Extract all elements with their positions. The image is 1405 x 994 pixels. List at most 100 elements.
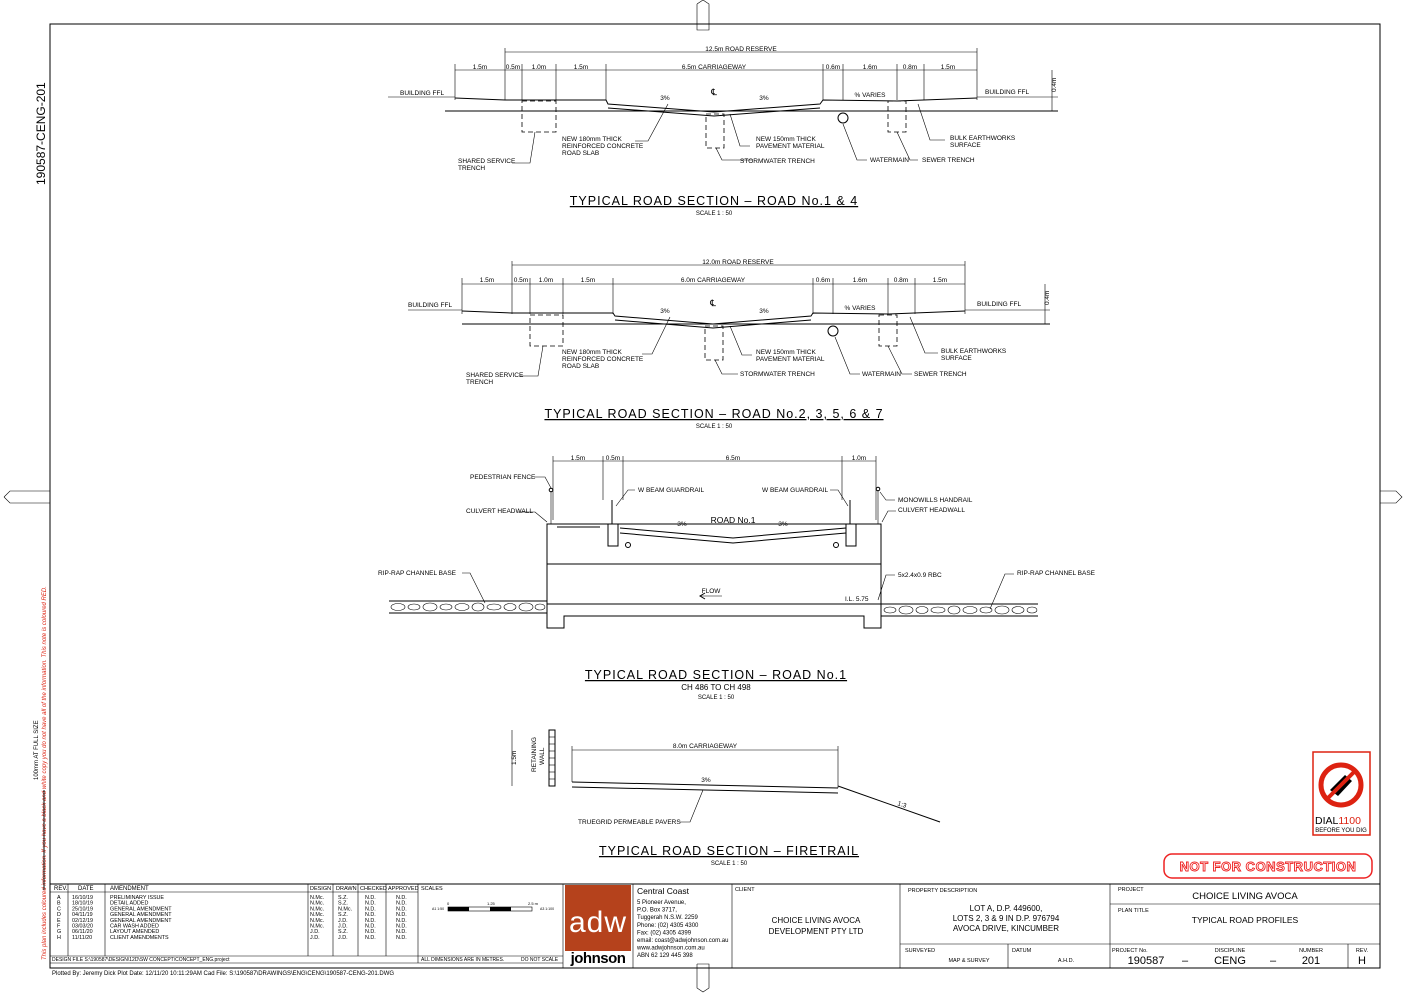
number-label: NUMBER [1299, 948, 1323, 954]
discipline: CENG [1214, 955, 1246, 967]
s3-headwall-right: CULVERT HEADWALL [898, 507, 965, 514]
revision-drawn: S.Z. [338, 895, 348, 901]
revision-checked: N.D. [365, 912, 376, 918]
revision-checked: N.D. [365, 895, 376, 901]
hdr-design: DESIGN [310, 886, 331, 892]
revision-drawn: J.D. [338, 918, 348, 924]
s2-sewer: SEWER TRENCH [914, 371, 967, 378]
s3-fall-right: 3% [778, 521, 788, 528]
revision-rev: D [57, 912, 61, 918]
property-label: PROPERTY DESCRIPTION [908, 888, 977, 894]
s3-riprap-right: RIP-RAP CHANNEL BASE [1017, 570, 1096, 577]
stamp-text: NOT FOR CONSTRUCTION [1180, 859, 1357, 874]
revision-approved: N.D. [396, 901, 407, 907]
s1-reserve: 12.5m ROAD RESERVE [705, 46, 777, 53]
s3-flow: FLOW [702, 588, 722, 595]
s3-dim-0: 1.5m [571, 455, 585, 462]
revision-drawn: J.D. [338, 924, 348, 930]
hdr-date: DATE [78, 886, 94, 892]
plot-line: Plotted By: Jeremy Dick Plot Date: 12/11… [52, 971, 394, 977]
s2-earthworks-2: SURFACE [941, 355, 972, 362]
s3-level: I.L. 5.75 [845, 596, 869, 603]
revision-rev: E [57, 918, 61, 924]
revision-approved: N.D. [396, 895, 407, 901]
revision-checked: N.D. [365, 929, 376, 935]
s1-slab-1: NEW 180mm THICK [562, 136, 622, 143]
s3-handrail: MONOWILLS HANDRAIL [898, 497, 973, 504]
project-value: CHOICE LIVING AVOCA [1192, 891, 1298, 902]
s1-dim-3: 1.5m [574, 64, 588, 71]
logo-name: johnson [570, 950, 626, 967]
s1-pavement-2: PAVEMENT MATERIAL [756, 143, 825, 150]
revision-amendment: LAYOUT AMENDED [110, 929, 159, 935]
s1-slab-3: ROAD SLAB [562, 150, 599, 157]
revision-date: 06/11/20 [72, 929, 93, 935]
s2-shared-service-2: TRENCH [466, 379, 493, 386]
revision-date: 16/10/19 [72, 895, 93, 901]
s3-dim-1: 0.5m [606, 455, 620, 462]
s4-wall-height: 1.5m [511, 751, 518, 765]
s2-fall-left: 3% [660, 308, 670, 315]
hdr-scales: SCALES [421, 886, 443, 892]
design-file: DESIGN FILE S:\190587\DESIGN\12D\SW CONC… [52, 957, 230, 963]
s4-batter: 1:3 [896, 800, 907, 810]
dial-word: DIAL1100 [1315, 815, 1361, 827]
office-line: email: coast@adwjohnson.com.au [637, 938, 728, 944]
riprap-right [881, 603, 1038, 617]
discipline-label: DISCIPLINE [1215, 948, 1246, 954]
scale-right2: A3 1:100 [540, 907, 554, 911]
s2-slab-2: REINFORCED CONCRETE [562, 356, 644, 363]
road-section-1: 12.5m ROAD RESERVE 1.5m 0.5m 1.0m 1.5m 6… [388, 46, 1058, 217]
revision-checked: N.D. [365, 918, 376, 924]
s1-shared-service-2: TRENCH [458, 165, 485, 172]
s1-dim-4: 0.6m [826, 64, 840, 71]
hdr-drawn: DRAWN [336, 886, 357, 892]
property-line-0: LOT A, D.P. 449600, [970, 904, 1043, 913]
s3-road-label: ROAD No.1 [711, 515, 756, 525]
s4-wall-label-2: WALL [539, 747, 546, 765]
s1-varies: % VARIES [855, 92, 887, 99]
title-block: REV. DATE AMENDMENT DESIGN DRAWN CHECKED… [50, 883, 1380, 968]
revision-approved: N.D. [396, 912, 407, 918]
centring-marks [3, 0, 1403, 993]
s2-slab-1: NEW 180mm THICK [562, 349, 622, 356]
revision-amendment: CAR WASH ADDED [110, 924, 159, 930]
full-size-note: 100mm AT FULL SIZE [34, 720, 40, 780]
s2-scale: SCALE 1 : 50 [696, 424, 733, 430]
office-line: Fax: (02) 4305 4399 [637, 930, 692, 936]
s2-pavement-2: PAVEMENT MATERIAL [756, 356, 825, 363]
s1-ffl-left: BUILDING FFL [400, 90, 444, 97]
s4-scale: SCALE 1 : 50 [711, 861, 748, 867]
revision-amendment: GENERAL AMENDMENT [110, 906, 172, 912]
revision-checked: N.D. [365, 924, 376, 930]
s3-rbc: 5x2.4x0.9 RBC [898, 572, 942, 579]
scale-bar: 0 1.25 2.5 m A1 1:50 A3 1:100 [432, 901, 554, 912]
scale-zero: 0 [447, 901, 450, 906]
revision-drawn: J.D. [338, 935, 348, 941]
office-line: Phone: (02) 4305 4300 [637, 923, 699, 929]
s2-varies: % VARIES [845, 305, 877, 312]
s1-height: 0.4m [1051, 78, 1058, 92]
s2-shared-service-1: SHARED SERVICE [466, 372, 524, 379]
office-line: 5 Pioneer Avenue, [637, 900, 686, 906]
s2-pavement-1: NEW 150mm THICK [756, 349, 816, 356]
office-line: www.adwjohnson.com.au [636, 946, 705, 952]
s1-watermain: WATERMAIN [870, 157, 909, 164]
revision-rev: F [57, 924, 61, 930]
office-line: P.O. Box 3717, [637, 908, 677, 914]
revision-checked: N.D. [365, 935, 376, 941]
drawing-id-vertical: 190587-CENG-201 [34, 82, 48, 185]
revision-drawn: S.Z. [338, 912, 348, 918]
s1-fall-left: 3% [660, 95, 670, 102]
hdr-amendment: AMENDMENT [110, 886, 149, 892]
colour-note: This plan includes coloured information.… [42, 586, 48, 960]
revision-rev: C [57, 906, 61, 912]
hdr-checked: CHECKED [360, 886, 387, 892]
s2-ffl-left: BUILDING FFL [408, 302, 452, 309]
dial-caption: BEFORE YOU DIG [1315, 828, 1367, 834]
datum-value: A.H.D. [1058, 958, 1075, 964]
s4-title: TYPICAL ROAD SECTION – FIRETRAIL [599, 844, 859, 858]
s1-stormwater: STORMWATER TRENCH [740, 158, 815, 165]
do-not-scale: DO NOT SCALE [521, 957, 559, 963]
rev-value: H [1358, 955, 1366, 967]
